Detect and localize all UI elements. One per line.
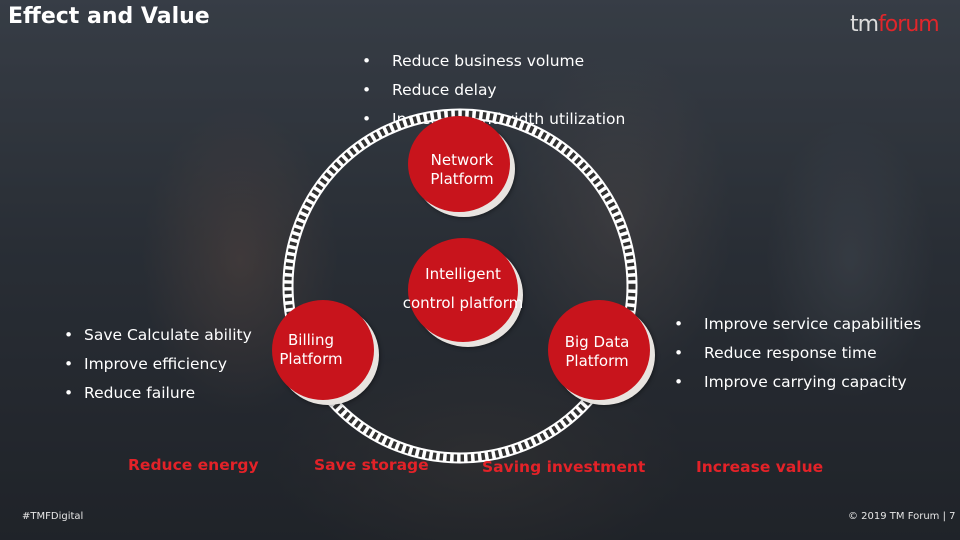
intelligent-control-platform-circle — [408, 238, 518, 342]
list-item: Improve service capabilities — [672, 310, 921, 339]
list-item: Reduce response time — [672, 339, 921, 368]
hashtag: #TMFDigital — [22, 511, 84, 522]
billing-benefits-list: Save Calculate ability Improve efficienc… — [62, 321, 252, 408]
list-item: Reduce delay — [360, 76, 625, 105]
save-storage-label: Save storage — [314, 456, 429, 474]
billing-platform-circle — [272, 300, 374, 400]
copyright: © 2019 TM Forum | 7 — [848, 511, 956, 522]
page-number: 7 — [949, 511, 956, 522]
list-item: Reduce failure — [62, 379, 252, 408]
bigdata-benefits-list: Improve service capabilities Reduce resp… — [672, 310, 921, 397]
increase-value-label: Increase value — [696, 458, 824, 476]
page-title: Effect and Value — [8, 4, 210, 29]
list-item: Improve carrying capacity — [672, 368, 921, 397]
network-platform-circle — [408, 116, 510, 212]
list-item: Reduce business volume — [360, 47, 625, 76]
bigdata-platform-circle — [548, 300, 650, 400]
list-item: Save Calculate ability — [62, 321, 252, 350]
list-item: Improve efficiency — [62, 350, 252, 379]
saving-investment-label: Saving investment — [482, 458, 646, 476]
tmforum-logo: tmforum — [850, 12, 940, 37]
reduce-energy-label: Reduce energy — [128, 456, 259, 474]
